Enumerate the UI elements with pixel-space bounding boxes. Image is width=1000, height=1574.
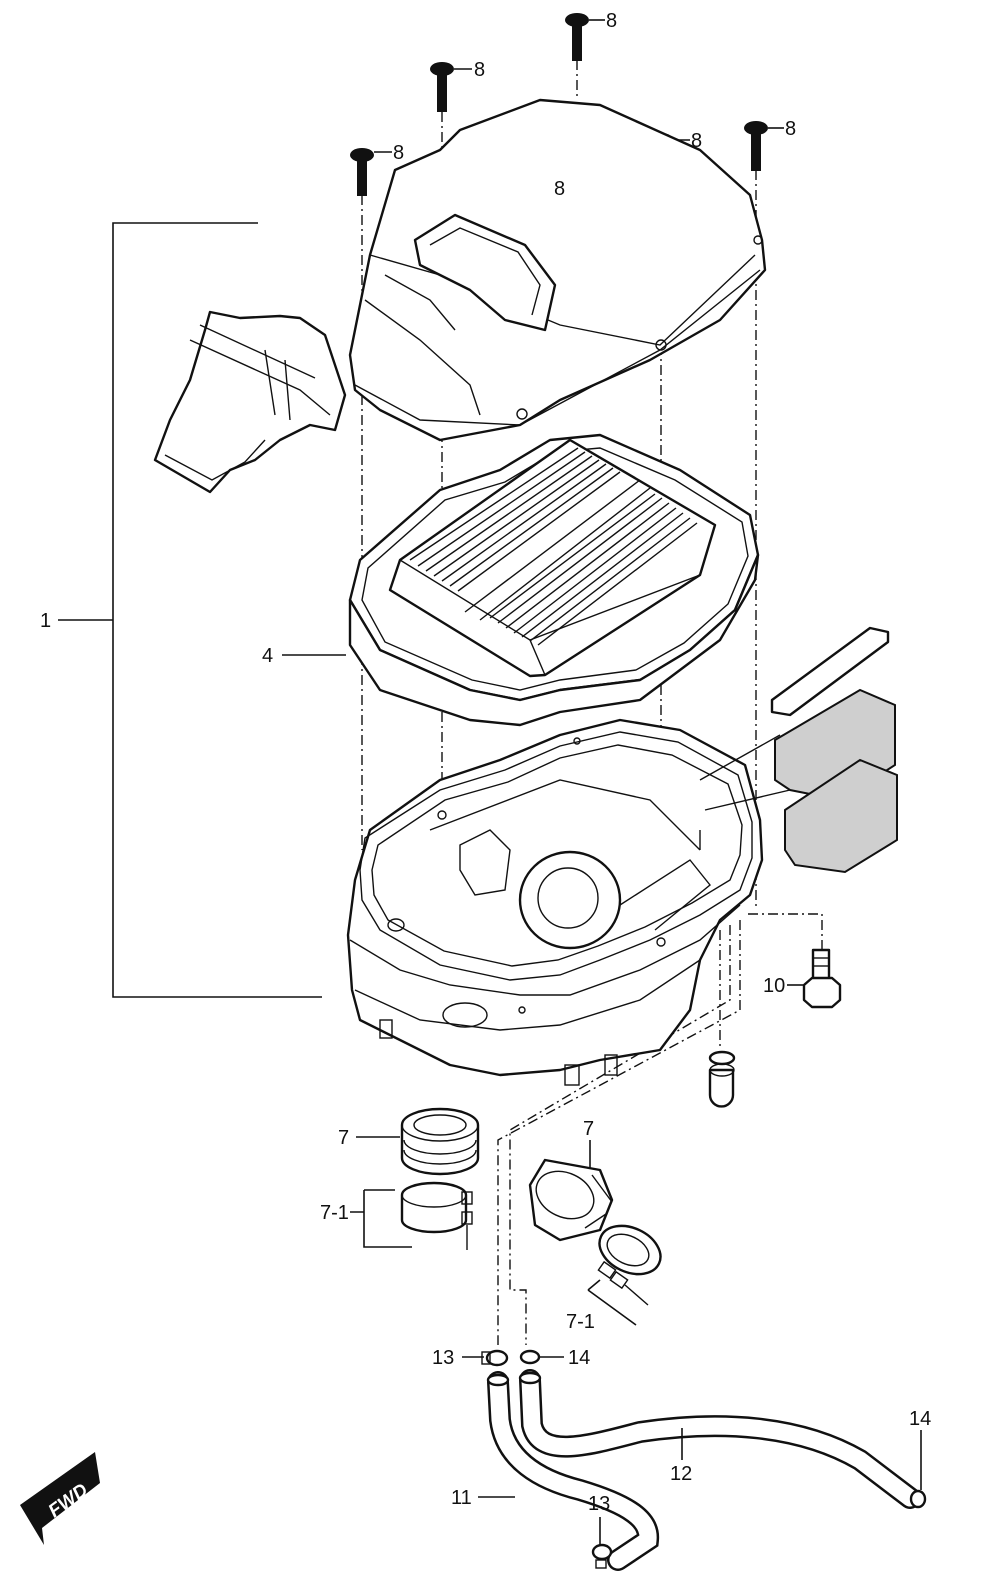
screw-icon xyxy=(430,62,454,112)
hose-clip-icon xyxy=(591,1543,613,1569)
part-labels: 1 4 7 7-1 7 7-1 8 8 8 8 8 8 10 11 12 13 … xyxy=(40,10,931,1515)
joint-left xyxy=(356,1107,480,1176)
joint-right xyxy=(528,1140,614,1242)
label-screw: 8 xyxy=(393,142,404,164)
tube-11 xyxy=(478,1371,660,1571)
label-screw: 8 xyxy=(554,178,565,200)
label-clip-13: 13 xyxy=(432,1347,454,1369)
filter-pleats xyxy=(409,447,698,646)
intake-duct xyxy=(153,310,347,494)
hose-clip-icon xyxy=(519,1349,541,1365)
air-cleaner-cover xyxy=(348,98,767,442)
label-clip-14: 14 xyxy=(568,1347,590,1369)
band-right xyxy=(587,1224,662,1326)
label-clip-13: 13 xyxy=(588,1493,610,1515)
air-cleaner-case xyxy=(346,718,764,1086)
screw-icon xyxy=(744,121,768,171)
hose-clip-icon xyxy=(909,1489,927,1509)
label-screw: 8 xyxy=(606,10,617,32)
label-tube-12: 12 xyxy=(670,1463,692,1485)
cushion-parts xyxy=(699,626,898,874)
assembly-bracket xyxy=(58,222,322,998)
air-filter-element xyxy=(282,433,760,727)
hose-clip-icon xyxy=(481,1349,509,1367)
tube-12 xyxy=(518,1369,921,1509)
drain-plug xyxy=(787,948,842,1009)
label-clip-14: 14 xyxy=(909,1408,931,1430)
label-screw: 8 xyxy=(474,59,485,81)
screw-icon xyxy=(565,13,589,61)
label-band-left: 7-1 xyxy=(320,1202,349,1224)
label-tube-11: 11 xyxy=(451,1487,472,1509)
label-element: 4 xyxy=(262,645,273,667)
forward-direction-badge: FWD xyxy=(20,1452,100,1545)
clip-group xyxy=(462,1349,927,1569)
label-assembly: 1 xyxy=(40,610,51,632)
drain-cap xyxy=(708,1050,736,1108)
band-left xyxy=(350,1181,473,1250)
label-screw: 8 xyxy=(785,118,796,140)
label-joint-right: 7 xyxy=(583,1118,594,1140)
screw-icon xyxy=(350,148,374,196)
label-drain-plug: 10 xyxy=(763,975,785,997)
label-band-right: 7-1 xyxy=(566,1311,595,1333)
label-screw: 8 xyxy=(691,130,702,152)
label-joint-left: 7 xyxy=(338,1127,349,1149)
